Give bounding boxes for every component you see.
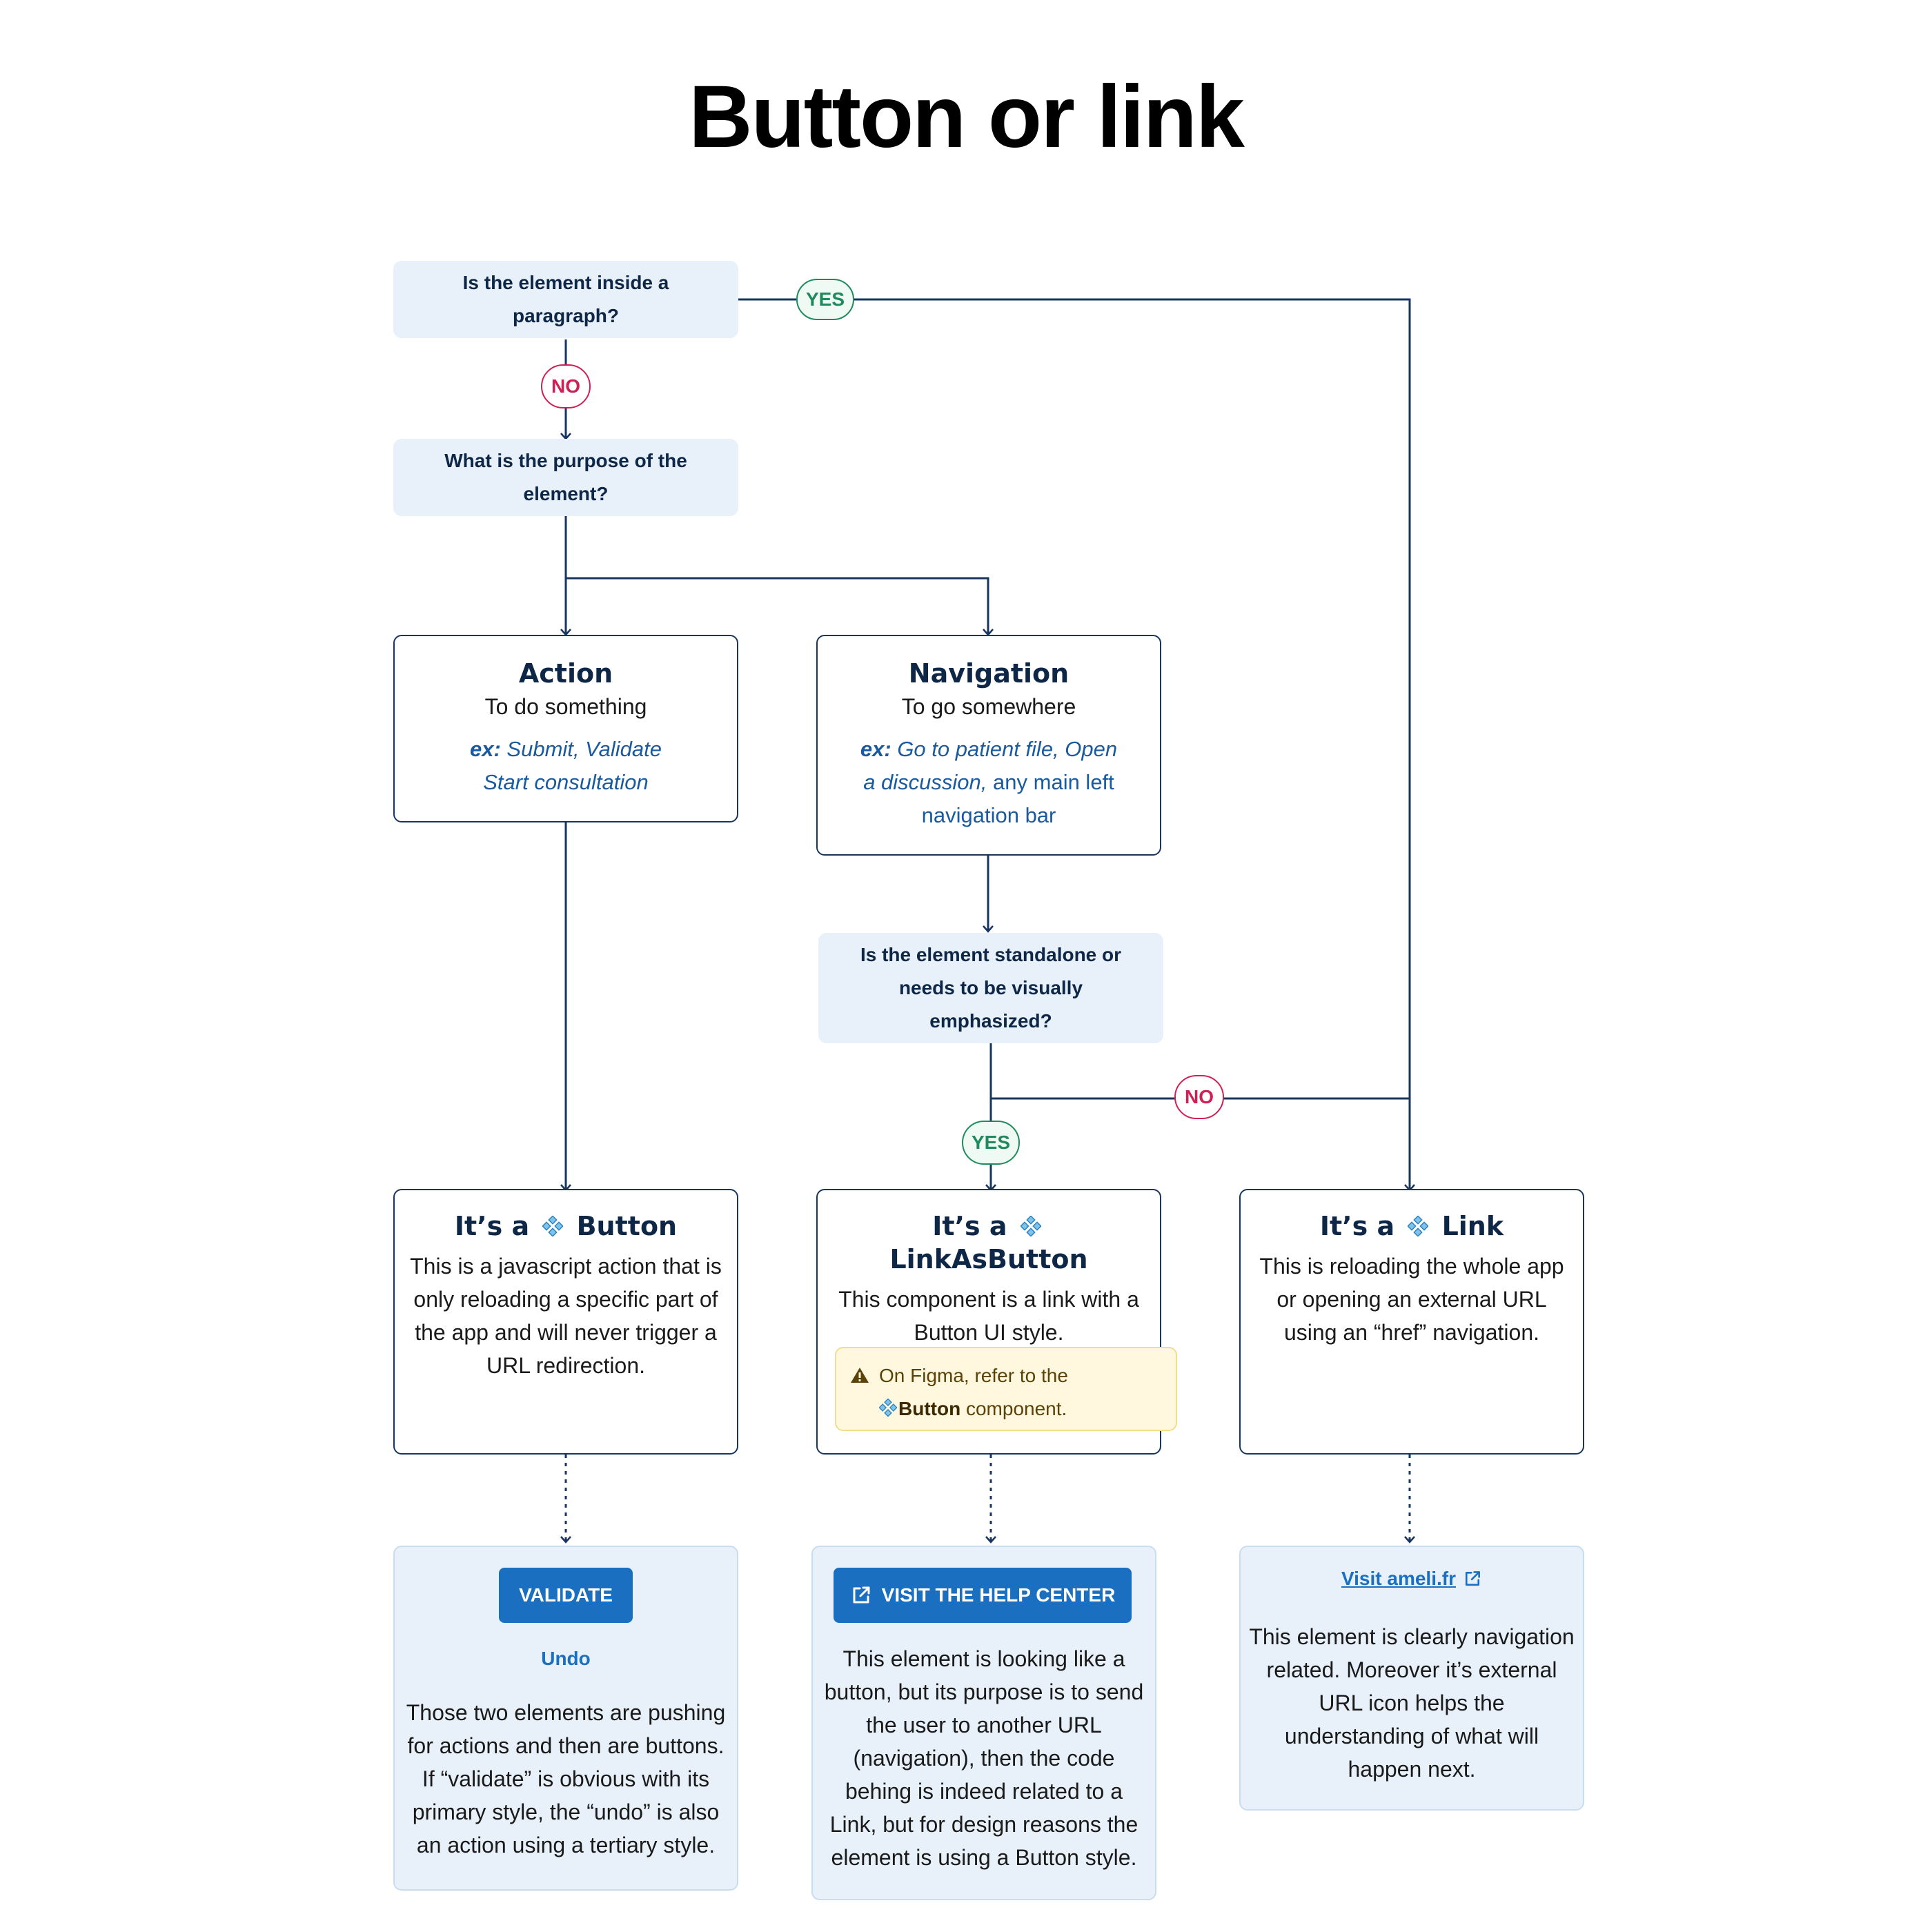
result-button-title-name: Button (576, 1211, 678, 1241)
result-linkasbutton-title-prefix: It’s a (932, 1211, 1007, 1241)
warning-icon (851, 1368, 869, 1383)
question-standalone: Is the element standalone or needs to be… (818, 933, 1163, 1043)
visit-help-center-label: VISIT THE HELP CENTER (881, 1584, 1116, 1606)
action-ex-line2: Start consultation (483, 770, 649, 794)
action-title: Action (518, 658, 613, 689)
navigation-card: Navigation To go somewhere ex: Go to pat… (816, 635, 1161, 856)
result-link-title: It’s a Link (1256, 1210, 1568, 1243)
navigation-title: Navigation (908, 658, 1070, 689)
result-button-card: It’s a Button This is a javascript actio… (393, 1189, 738, 1455)
action-subtitle: To do something (484, 694, 647, 719)
component-icon (879, 1399, 897, 1417)
undo-button[interactable]: Undo (541, 1648, 591, 1669)
yes-badge-standalone: YES (962, 1121, 1020, 1165)
example-link-card (1239, 1546, 1584, 1811)
external-link-icon (1465, 1571, 1480, 1586)
action-ex-line1: Submit, Validate (506, 737, 662, 761)
component-icon (1408, 1216, 1429, 1236)
note-suffix: component. (965, 1398, 1067, 1419)
note-component: Button (898, 1398, 961, 1419)
figma-warning-note: On Figma, refer to the Button component. (835, 1347, 1177, 1431)
result-linkasbutton-body: This component is a link with a Button U… (838, 1287, 1139, 1345)
result-button-title-prefix: It’s a (454, 1211, 530, 1241)
example-button-text: Those two elements are pushing for actio… (406, 1700, 726, 1857)
question-purpose: What is the purpose of the element? (393, 439, 738, 516)
action-examples: ex: Submit, Validate Start consultation (410, 733, 722, 799)
connector-q2-navigation (566, 577, 994, 636)
visit-help-center-button[interactable]: VISIT THE HELP CENTER (834, 1568, 1132, 1623)
result-link-card: It’s a Link This is reloading the whole … (1239, 1189, 1584, 1455)
action-card: Action To do something ex: Submit, Valid… (393, 635, 738, 822)
result-linkasbutton-title-name: LinkAsButton (889, 1244, 1088, 1274)
question-inside-paragraph: Is the element inside a paragraph? (393, 261, 738, 338)
visit-ameli-link[interactable]: Visit ameli.fr (1239, 1568, 1584, 1590)
component-icon (542, 1216, 564, 1236)
navigation-ex-prefix: ex: (860, 737, 891, 761)
result-button-title: It’s a Button (410, 1210, 722, 1243)
yes-badge-paragraph: YES (796, 279, 854, 320)
result-linkasbutton-title: It’s a LinkAsButton (833, 1210, 1145, 1276)
no-badge-paragraph: NO (541, 364, 591, 408)
visit-ameli-label: Visit ameli.fr (1341, 1568, 1456, 1589)
result-link-body: This is reloading the whole app or openi… (1259, 1254, 1564, 1345)
navigation-subtitle: To go somewhere (901, 694, 1076, 719)
page-title: Button or link (689, 68, 1245, 166)
navigation-ex-rest: any main left navigation bar (921, 770, 1114, 827)
note-prefix: On Figma, refer to the (879, 1365, 1068, 1386)
example-linkasbutton-text: This element is looking like a button, b… (824, 1646, 1144, 1870)
result-link-title-name: Link (1441, 1211, 1504, 1241)
navigation-examples: ex: Go to patient file, Open a discussio… (833, 733, 1145, 832)
example-link-text: This element is clearly navigation relat… (1249, 1624, 1575, 1782)
validate-button[interactable]: VALIDATE (499, 1568, 633, 1623)
no-badge-standalone: NO (1174, 1075, 1224, 1119)
navigation-ex-italic: Go to patient file, Open a discussion, (863, 737, 1118, 794)
result-link-title-prefix: It’s a (1319, 1211, 1395, 1241)
component-icon (1020, 1216, 1041, 1236)
action-ex-prefix: ex: (469, 737, 501, 761)
result-button-body: This is a javascript action that is only… (410, 1254, 722, 1378)
external-link-icon (853, 1586, 870, 1604)
